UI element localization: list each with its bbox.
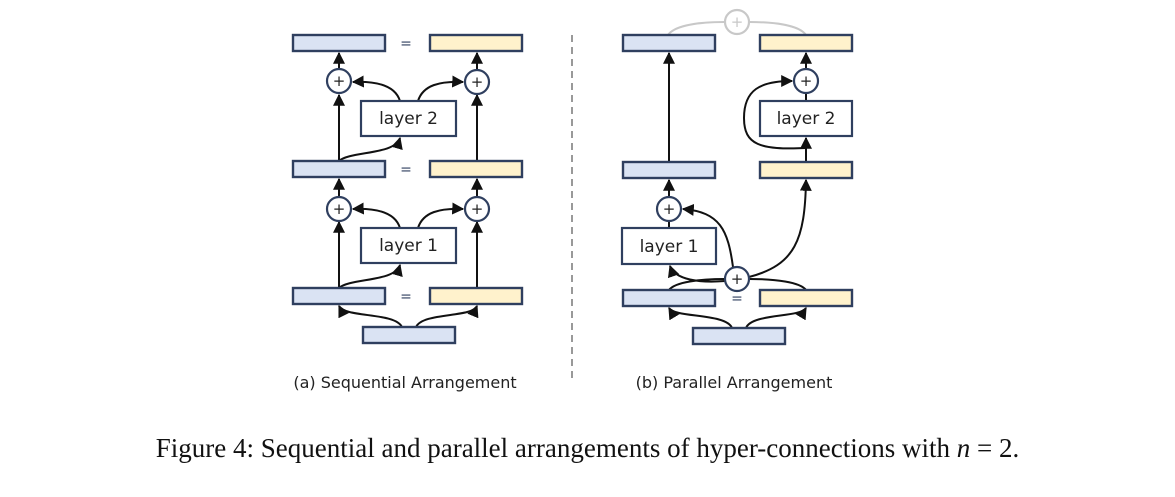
panel-b-parallel: +	[620, 8, 854, 392]
add-circle-icon	[325, 195, 353, 223]
inactive-merge-left	[667, 21, 726, 36]
arrow-input-to-blue	[338, 304, 403, 328]
add-circle-icon	[723, 8, 751, 36]
add-circle-icon	[792, 67, 820, 95]
equals-sign: =	[400, 36, 412, 52]
arrow-merge-to-yellow-mid	[748, 178, 812, 278]
arrow-layer2-to-plus-left	[351, 75, 401, 102]
plus-node: +	[325, 195, 353, 223]
line-yellow-to-merge	[748, 278, 807, 291]
stream-bar-yellow-input	[758, 288, 854, 308]
stream-bar-blue-mid	[291, 159, 387, 179]
add-circle-icon	[463, 195, 491, 223]
layer-box-2	[359, 99, 458, 138]
line-blue-to-merge	[668, 278, 726, 291]
arrow-input-to-blue	[668, 306, 733, 329]
stream-bar-yellow-output	[428, 33, 524, 53]
layer-label: layer 1	[379, 236, 438, 256]
arrow-blue3-to-layer1	[338, 263, 403, 289]
inactive-merge-right	[748, 21, 807, 36]
plus-icon: +	[731, 13, 744, 31]
plus-node: +	[325, 67, 353, 95]
stream-bar-blue-input	[291, 286, 387, 306]
figure-caption: Figure 4: Sequential and parallel arrang…	[0, 433, 1175, 464]
plus-icon: +	[333, 200, 346, 218]
layer-box-1	[359, 226, 458, 265]
add-circle-icon	[463, 68, 491, 96]
input-bar	[361, 325, 457, 345]
layer-label: layer 2	[379, 109, 438, 129]
arrow-input-to-yellow	[415, 304, 479, 328]
stream-bar-yellow-output	[758, 33, 854, 53]
input-bar	[691, 326, 787, 346]
stream-bar-yellow-mid	[758, 160, 854, 180]
stream-bar-yellow-input	[428, 286, 524, 306]
merge-plus-node: +	[723, 265, 751, 293]
plus-icon: +	[471, 73, 484, 91]
arrow-layer1-to-plus-right	[417, 202, 465, 229]
stream-bar-yellow-mid	[428, 159, 524, 179]
add-circle-icon	[325, 67, 353, 95]
plus-icon: +	[333, 72, 346, 90]
stream-bar-blue-output	[291, 33, 387, 53]
subcaption-b: (b) Parallel Arrangement	[636, 373, 833, 392]
arrow-input-to-yellow	[745, 306, 807, 329]
equals-sign: =	[731, 291, 743, 307]
plus-node: +	[655, 195, 683, 223]
caption-text: Figure 4: Sequential and parallel arrang…	[155, 433, 957, 463]
add-circle-icon	[655, 195, 683, 223]
stream-bar-blue-output	[621, 33, 717, 53]
plus-node: +	[463, 68, 491, 96]
plus-icon: +	[800, 72, 813, 90]
arrow-skip-loop	[742, 75, 807, 150]
equals-sign: =	[400, 289, 412, 305]
plus-icon: +	[471, 200, 484, 218]
subcaption-a: (a) Sequential Arrangement	[293, 373, 516, 392]
panel-a-connections	[333, 51, 483, 328]
panel-a-sequential: = = = layer 2 layer 1 + + + + (a	[291, 33, 524, 392]
equals-sign: =	[400, 162, 412, 178]
layer-box-2	[758, 99, 854, 138]
add-circle-icon	[723, 265, 751, 293]
plus-icon: +	[731, 270, 744, 288]
layer-label: layer 2	[777, 109, 836, 129]
plus-node: +	[792, 67, 820, 95]
arrow-merge-to-layer1	[668, 264, 726, 283]
stream-bar-blue-input	[621, 288, 717, 308]
layer-box-1	[620, 226, 718, 266]
plus-icon: +	[663, 200, 676, 218]
layer-label: layer 1	[640, 237, 699, 257]
arrow-layer1-to-plus-left	[351, 202, 401, 229]
inactive-plus-node: +	[723, 8, 751, 36]
figure-diagram: = = = layer 2 layer 1 + + + + (a	[291, 8, 854, 392]
plus-node: +	[463, 195, 491, 223]
arrow-blue2-to-layer2	[338, 136, 403, 162]
stream-bar-blue-mid	[621, 160, 717, 180]
panel-b-connections	[663, 51, 812, 329]
arrow-layer2-to-plus-right	[417, 75, 465, 102]
caption-math-rest: = 2.	[970, 433, 1020, 463]
caption-math-variable: n	[956, 433, 971, 463]
arrow-merge-to-plus	[681, 203, 734, 268]
